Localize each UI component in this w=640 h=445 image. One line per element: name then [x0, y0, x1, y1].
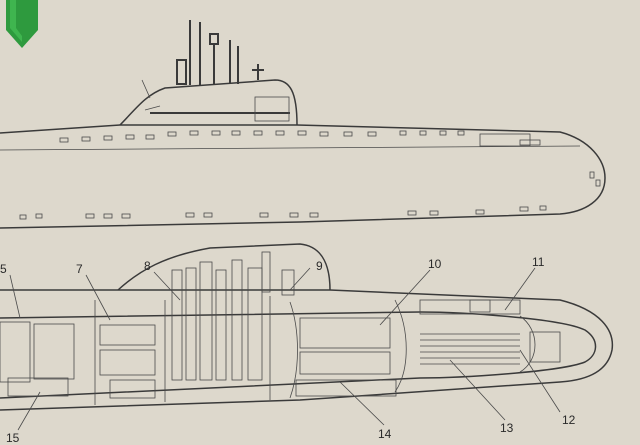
callout-11: 11	[532, 255, 545, 269]
callout-10: 10	[428, 257, 442, 271]
leader-lines	[9, 267, 561, 431]
callout-7: 7	[76, 262, 83, 276]
green-tab-marker	[6, 0, 38, 48]
submarine-side-view	[0, 20, 606, 229]
callout-8: 8	[144, 259, 151, 273]
hull-hatches-top	[59, 130, 541, 147]
hull-outline	[0, 124, 606, 229]
bulkheads	[94, 296, 536, 405]
submarine-cutaway-view: 5 7 8 9 10 11 12 13 14 15	[0, 243, 614, 445]
callout-14: 14	[378, 427, 392, 441]
callout-5: 5	[0, 262, 7, 276]
callout-9: 9	[316, 259, 323, 273]
cutaway-hull-outline	[0, 289, 614, 411]
sail-outline	[119, 79, 298, 126]
callout-13: 13	[500, 421, 514, 435]
callout-15: 15	[6, 431, 20, 445]
callout-labels: 5 7 8 9 10 11 12 13 14 15	[0, 255, 576, 445]
hull-hatches-bottom	[19, 171, 601, 220]
periscope-masts	[176, 20, 264, 85]
callout-12: 12	[562, 413, 576, 427]
